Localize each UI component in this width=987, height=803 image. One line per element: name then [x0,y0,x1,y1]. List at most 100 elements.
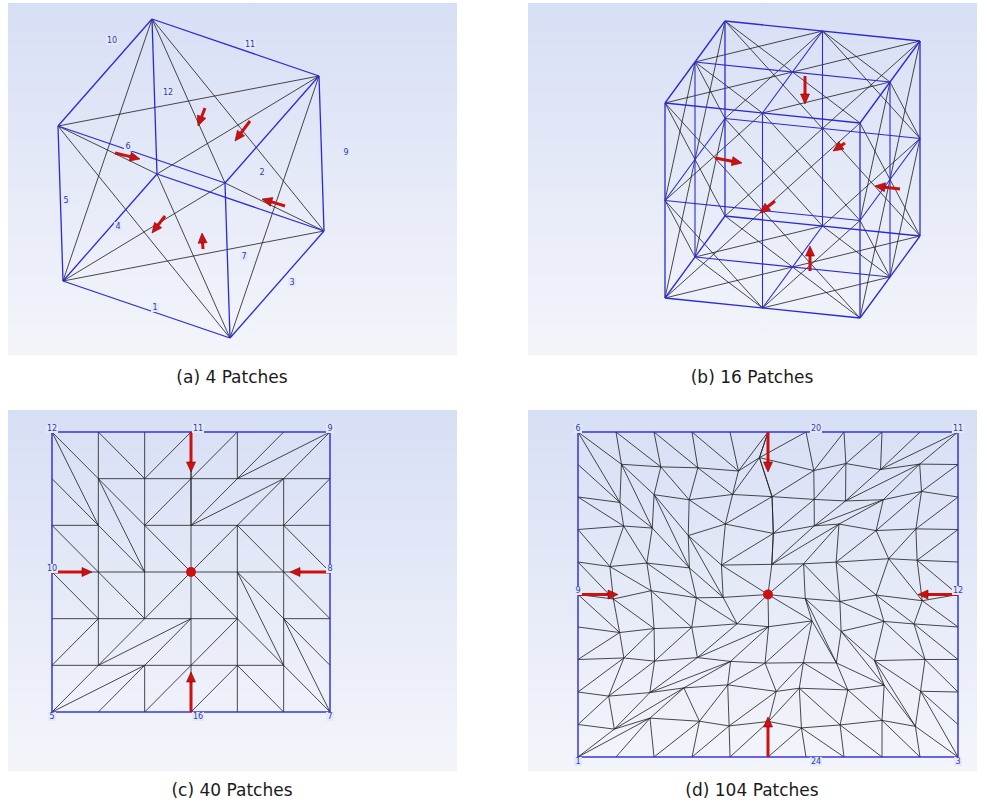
mesh-edge [793,267,861,318]
mesh-edge [844,432,846,464]
mesh-edge [725,216,793,267]
mesh-edge [920,464,922,491]
mesh-edge [765,662,803,663]
mesh-edge [804,564,840,602]
mesh-edge [52,665,145,712]
mesh-edge [578,633,620,660]
viewport-ground [8,410,457,771]
mesh-edge [804,524,839,564]
mesh-edge [191,665,237,666]
mesh-edge [799,688,801,728]
mesh-edge [191,478,237,479]
mesh-edge [769,721,802,727]
mesh-edge [884,685,915,726]
mesh-edge [876,595,914,624]
mesh-edge [876,491,921,530]
mesh-edge [98,432,99,479]
mesh-edge [776,688,799,691]
mesh-edge [814,464,846,500]
mesh-edge [52,525,98,572]
mesh-edge [876,559,888,595]
mesh-edge [647,563,651,591]
mesh-edge [651,591,654,629]
mesh-edge [145,619,191,666]
force-arrow [715,158,732,161]
mesh-edge [773,499,814,533]
mesh-view [528,3,977,355]
mesh-edge [624,526,647,563]
mesh-edge [882,685,884,720]
mesh-edge [144,665,145,712]
mesh-edge [191,525,237,526]
mesh-edge [650,688,684,693]
entity-number: 10 [46,564,58,573]
mesh-edge [144,525,145,572]
mesh-edge [654,495,689,568]
entity-number: 5 [48,712,55,721]
mesh-edge [776,663,803,692]
mesh-edge [841,631,884,685]
mesh-edge [772,497,773,534]
mesh-edge [654,495,688,536]
mesh-edge [768,728,801,757]
mesh-edge [836,631,841,663]
mesh-edge [836,524,839,562]
force-arrow [158,216,165,225]
mesh-edge [578,658,624,660]
force-arrow [841,143,845,145]
mesh-view [8,410,457,771]
mesh-edge [759,458,772,497]
viewport-ground [8,3,457,355]
mesh-edge [688,536,723,598]
mesh-edge [730,432,738,471]
mesh-edge [806,432,814,471]
mesh-edge [98,572,144,573]
entity-number: 12 [46,424,58,433]
mesh-edge [191,619,237,666]
arrow-head [833,142,844,151]
mesh-edge [696,597,723,598]
mesh-edge [237,525,238,572]
mesh-edge [889,529,916,559]
mesh-edge [836,562,840,601]
mesh-edge [836,562,876,595]
mesh-edge [915,726,958,757]
mesh-edge [883,464,919,500]
mesh-edge [284,665,330,712]
patch-boundary [695,257,890,277]
mesh-edge [772,563,804,565]
mesh-edge [731,661,765,663]
mesh-edge [875,621,884,660]
mesh-edge [52,432,98,479]
mesh-edge [647,528,652,563]
mesh-edge [610,567,651,591]
entity-number: 6 [574,424,581,433]
entity-number: 2 [258,168,265,177]
mesh-edge [191,665,237,712]
mesh-edge [765,627,769,663]
mesh-edge [839,524,876,531]
mesh-edge [650,718,654,757]
fixed-point [186,567,196,577]
mesh-edge [812,621,836,663]
mesh-edge [191,572,237,619]
mesh-edge [689,500,725,524]
mesh-edge [145,665,191,666]
mesh-edge [696,598,737,624]
mesh-edge [721,565,723,597]
mesh-edge [63,183,225,281]
mesh-edge [804,564,806,599]
mesh-edge [237,525,283,572]
patch-boundary [695,62,890,82]
entity-number: 9 [574,586,581,595]
mesh-edge [738,432,768,471]
arrow-head [764,462,773,472]
mesh-edge [881,432,958,470]
mesh-edge [721,564,771,566]
mesh-edge [578,729,614,757]
mesh-edge [620,502,624,526]
mesh-edge [52,618,98,619]
arrow-head [129,152,140,161]
mesh-edge [876,529,916,531]
mesh-edge [152,19,225,183]
